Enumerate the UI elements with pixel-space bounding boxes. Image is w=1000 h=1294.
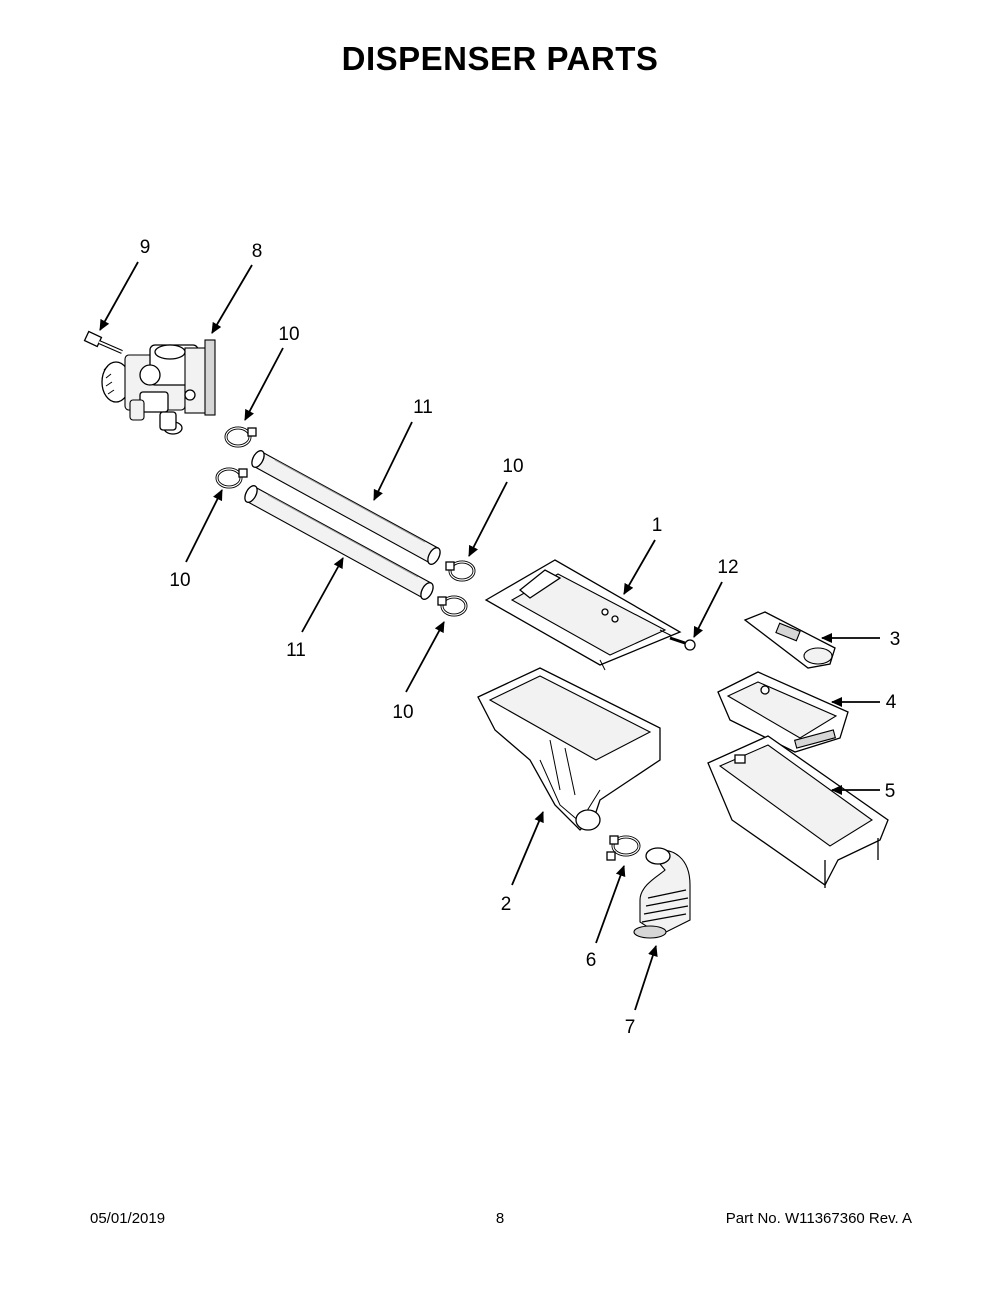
callout-6: 6 [586, 950, 597, 971]
footer-page-number: 8 [495, 1210, 505, 1227]
arrow-11-lower [301, 557, 344, 633]
part-7-bellows-hose [633, 847, 691, 939]
part-10-clamp-bottom-right [437, 595, 468, 617]
part-9-screw [83, 330, 123, 354]
part-11-hose-upper [251, 450, 441, 565]
part-4-drawer-insert [717, 671, 849, 753]
arrow-8 [211, 264, 253, 334]
arrow-7 [634, 945, 658, 1011]
callout-1: 1 [652, 515, 663, 536]
arrow-10-bottom-right [405, 621, 445, 693]
part-12-screw [669, 636, 696, 651]
part-8-water-valve [101, 339, 216, 435]
callout-10-top-left: 10 [278, 324, 299, 345]
callout-10-top-right: 10 [502, 456, 523, 477]
part-10-clamp-top-left [224, 426, 257, 448]
callout-labels: 9 8 10 10 11 11 10 10 1 12 3 4 5 2 6 7 [140, 237, 901, 1038]
arrow-10-top-left [244, 347, 284, 421]
footer-part-number: Part No. W11367360 Rev. A [725, 1210, 912, 1227]
part-6-clamp [606, 835, 641, 861]
part-2-dispenser-housing [477, 667, 661, 831]
part-1-dispenser-cover [484, 559, 682, 671]
callout-9: 9 [140, 237, 151, 258]
arrow-9 [99, 261, 139, 331]
part-11-hose-lower [244, 485, 434, 600]
callout-11-lower: 11 [286, 640, 306, 661]
callout-10-bottom-left: 10 [169, 570, 190, 591]
arrow-1 [623, 539, 656, 595]
callout-10-bottom-right: 10 [392, 702, 413, 723]
leader-arrows [99, 261, 880, 1011]
callout-5: 5 [885, 781, 896, 802]
part-10-clamp-bottom-left [215, 467, 248, 489]
callout-3: 3 [890, 629, 901, 650]
arrow-10-bottom-left [185, 489, 223, 563]
callout-7: 7 [625, 1017, 636, 1038]
arrow-2 [511, 811, 544, 886]
part-10-clamp-top-right [445, 560, 476, 582]
arrow-11-upper [373, 421, 413, 501]
part-3-drawer-handle [743, 611, 836, 669]
arrow-6 [595, 865, 626, 944]
footer-date: 05/01/2019 [90, 1210, 166, 1227]
arrow-12 [693, 581, 723, 638]
page-title: DISPENSER PARTS [341, 40, 659, 77]
callout-4: 4 [886, 692, 897, 713]
part-5-drawer [707, 735, 889, 888]
arrow-10-top-right [468, 481, 508, 557]
callout-12: 12 [717, 557, 738, 578]
callout-2: 2 [501, 894, 512, 915]
callout-8: 8 [252, 241, 263, 262]
callout-11-upper: 11 [413, 397, 433, 418]
